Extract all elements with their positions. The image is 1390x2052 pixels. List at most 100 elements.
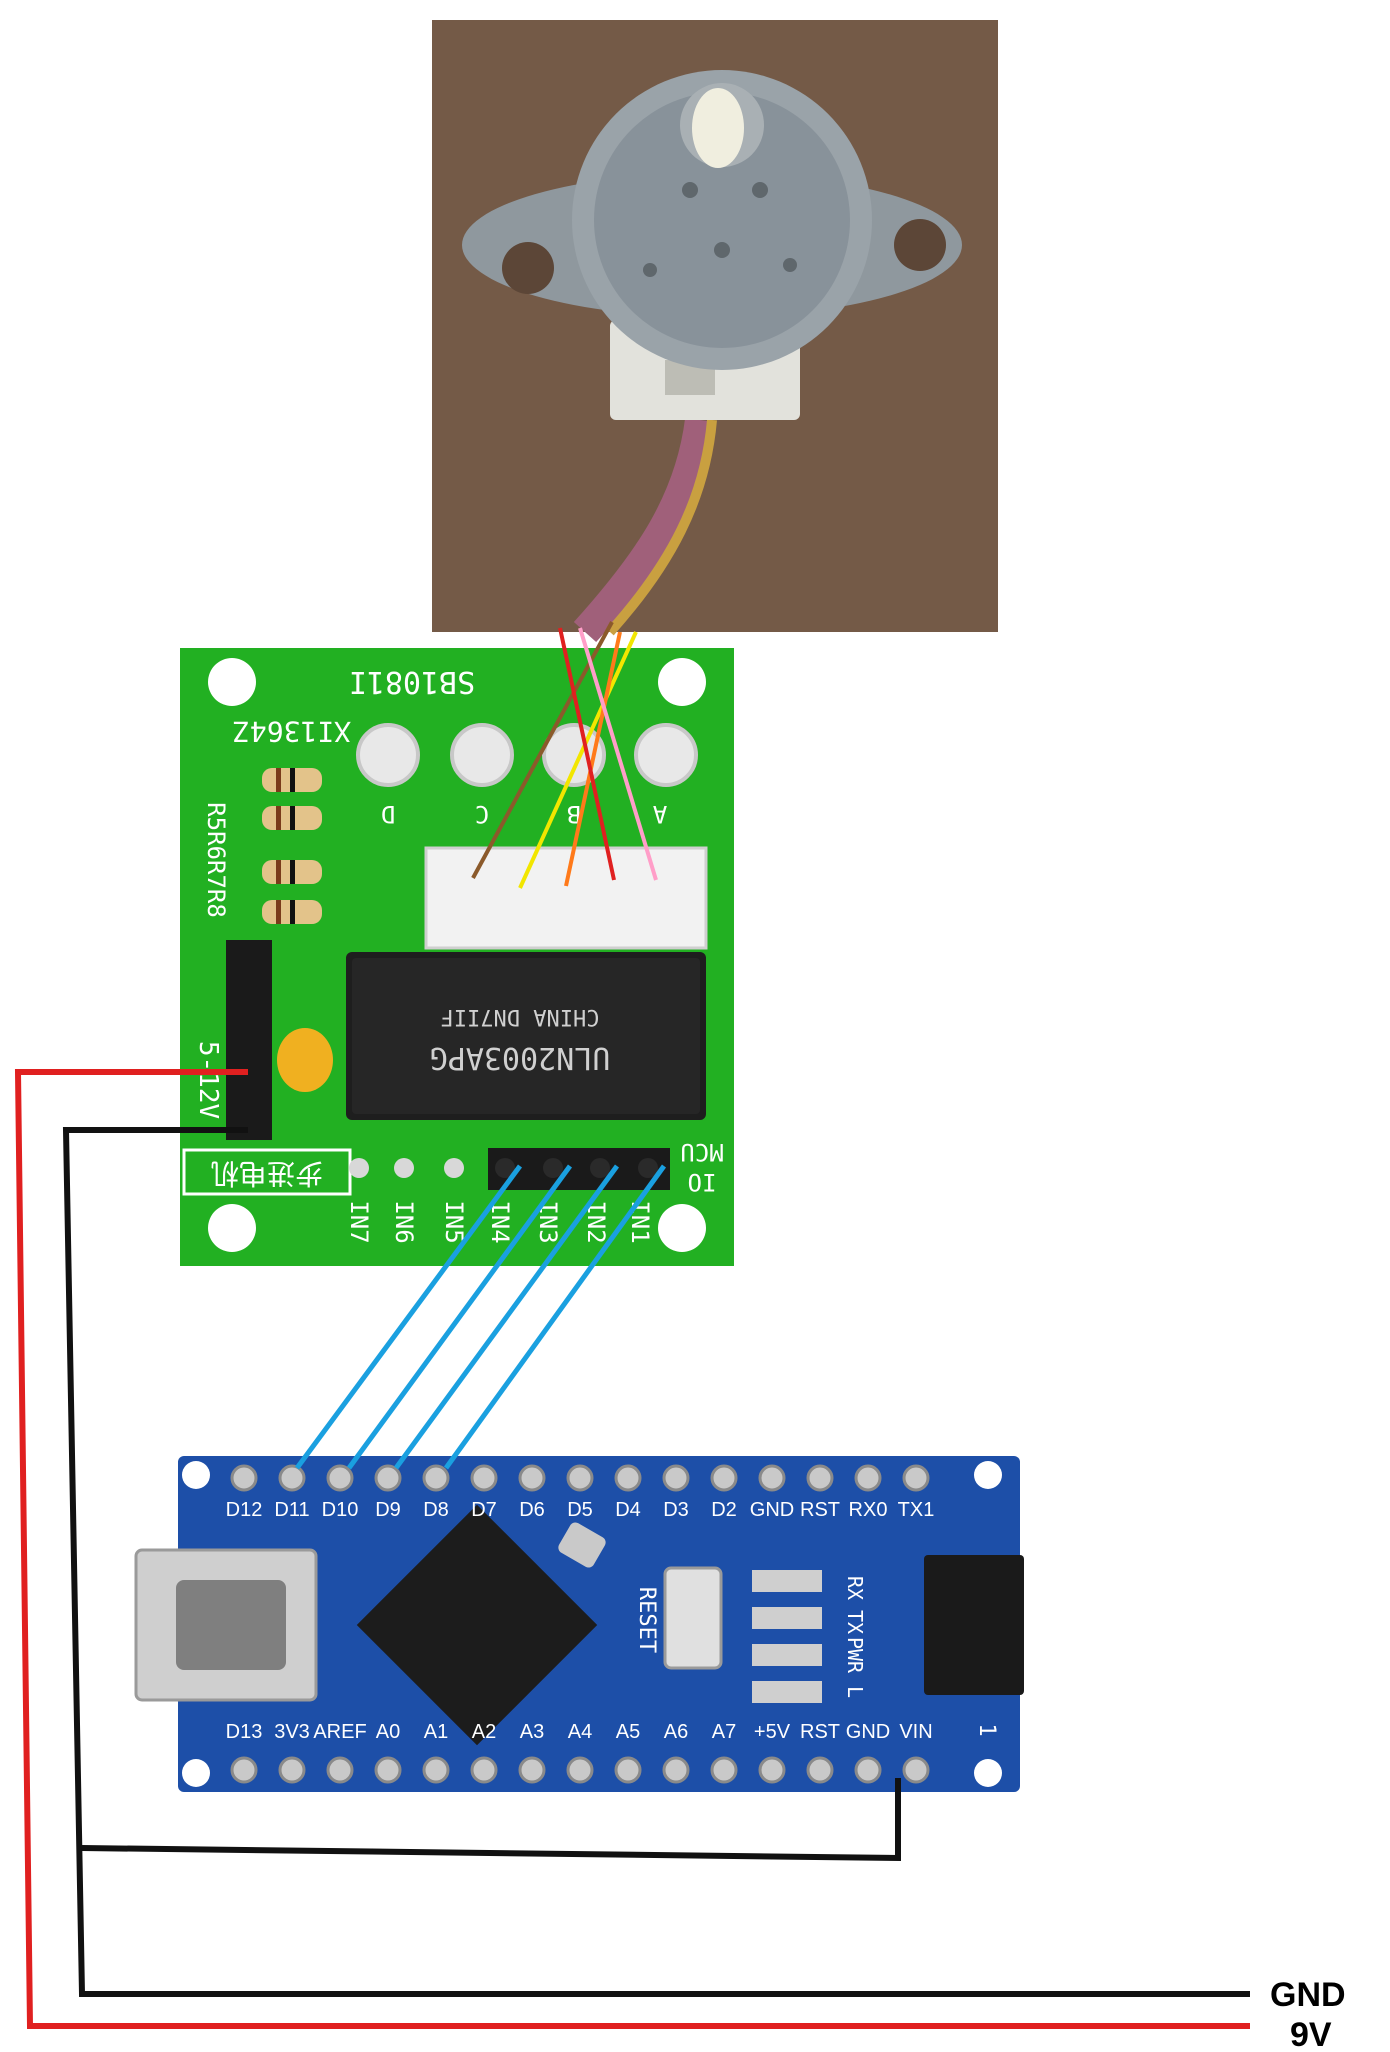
nano-top-pin-gnd <box>758 1464 786 1492</box>
motor-chinese-label: 步进电机 <box>211 1158 323 1189</box>
nano-bottom-pin-d13 <box>230 1756 258 1784</box>
nano-bottom-pin-label: GND <box>846 1721 890 1743</box>
nano-bottom-pin-a2 <box>470 1756 498 1784</box>
driver-input-label: IN7 <box>345 1200 373 1243</box>
nano-bottom-pin-label: A0 <box>376 1721 400 1743</box>
driver-input-label: IN5 <box>440 1200 468 1243</box>
driver-input-label: IN1 <box>626 1200 654 1243</box>
driver-input-pin <box>638 1158 658 1178</box>
nano-top-pin-label: D9 <box>375 1499 401 1521</box>
nano-top-pin-d4 <box>614 1464 642 1492</box>
led-label-a: A <box>652 800 667 828</box>
nano-bottom-pin-label: D13 <box>226 1721 263 1743</box>
nano-bottom-pin-a4 <box>566 1756 594 1784</box>
icsp-header <box>924 1555 1024 1695</box>
nano-top-pin-d6 <box>518 1464 546 1492</box>
capacitor <box>277 1028 333 1092</box>
nano-bottom-pin-label: RST <box>800 1721 840 1743</box>
nano-bottom-pin-a0 <box>374 1756 402 1784</box>
gnd-rail-label: GND <box>1270 1976 1346 2014</box>
wire-brown <box>471 621 614 879</box>
status-leds <box>752 1570 822 1703</box>
wire-gnd-rail <box>62 1127 1250 1997</box>
nano-bottom-pin-a3 <box>518 1756 546 1784</box>
nano-bottom-pin-a1 <box>422 1756 450 1784</box>
nano-top-pin-d9 <box>374 1464 402 1492</box>
nano-bottom-pin-a5 <box>614 1756 642 1784</box>
driver-input-pin <box>543 1158 563 1178</box>
crystal <box>558 1522 606 1568</box>
nano-bottom-pin-label: VIN <box>899 1721 932 1743</box>
wire-nano-gnd <box>81 1778 901 1862</box>
mcu-io-label: IO <box>688 1168 717 1196</box>
nano-top-pin-label: D2 <box>711 1499 737 1521</box>
led-label-c: C <box>475 800 489 828</box>
nano-top-pin-d11 <box>278 1464 306 1492</box>
nano-top-pin-label: RST <box>800 1499 840 1521</box>
driver-input-pin <box>349 1158 369 1178</box>
uln2003-driver-board: SB1081I XI1364Z R5R6R7R8 D C <box>180 648 734 1266</box>
mcu-label: MCU <box>680 1138 723 1166</box>
nano-top-pin-label: D5 <box>567 1499 593 1521</box>
power-wires <box>14 1069 1250 2029</box>
driver-input-pin <box>495 1158 515 1178</box>
wire-orange <box>564 631 622 887</box>
driver-input-label: IN6 <box>390 1200 418 1243</box>
nano-top-pin-tx1 <box>902 1464 930 1492</box>
reset-label: RESET <box>634 1587 659 1653</box>
nano-top-pin-label: D7 <box>471 1499 497 1521</box>
resistor-array <box>262 768 322 924</box>
nano-bottom-pin-label: AREF <box>313 1721 366 1743</box>
nano-top-pin-d2 <box>710 1464 738 1492</box>
chip-brand-text: CHINA DN7IIF <box>441 1004 600 1029</box>
nano-top-pin-rx0 <box>854 1464 882 1492</box>
nano-bottom-pin-label: A4 <box>568 1721 592 1743</box>
nano-bottom-pin-gnd <box>854 1756 882 1784</box>
motor-connector <box>424 846 708 950</box>
nano-top-pin-d3 <box>662 1464 690 1492</box>
nano-bottom-pin-3v3 <box>278 1756 306 1784</box>
nano-bottom-pin-label: +5V <box>754 1721 791 1743</box>
wire-pink <box>578 627 658 881</box>
mini-usb-port <box>134 1548 318 1702</box>
wire-in1-d8 <box>443 1164 667 1470</box>
stepper-motor-icon <box>462 70 962 643</box>
nano-top-pin-rst <box>806 1464 834 1492</box>
driver-input-pin <box>444 1158 464 1178</box>
motor-wires <box>471 621 658 889</box>
nano-top-pin-d5 <box>566 1464 594 1492</box>
power-jumper-header <box>226 940 272 1140</box>
driver-resistor-label: R5R6R7R8 <box>202 802 230 918</box>
wire-9v-rail <box>14 1069 1250 2029</box>
wire-in3-d10 <box>346 1164 573 1470</box>
power-voltage-label: 5-12V <box>193 1041 223 1119</box>
wire-in2-d9 <box>393 1164 620 1470</box>
wire-red <box>558 627 616 881</box>
led-c: C <box>450 723 514 828</box>
nano-bottom-pin-label: A3 <box>520 1721 544 1743</box>
led-tx-label: TX <box>843 1610 867 1634</box>
led-l-label: L <box>843 1686 867 1698</box>
nano-bottom-pin-label: A1 <box>424 1721 448 1743</box>
stepper-motor-photo <box>432 20 998 643</box>
nano-top-pin-label: TX1 <box>898 1499 935 1521</box>
chip-model-text: ULN2003APG <box>430 1040 611 1075</box>
nano-bottom-pin-label: 3V3 <box>274 1721 310 1743</box>
nano-bottom-pin-a6 <box>662 1756 690 1784</box>
signal-wires <box>294 1164 667 1470</box>
nano-top-pin-label: RX0 <box>849 1499 888 1521</box>
nano-top-pin-label: D10 <box>322 1499 359 1521</box>
reset-button[interactable] <box>663 1566 723 1670</box>
driver-input-pin <box>394 1158 414 1178</box>
nano-top-pin-label: D8 <box>423 1499 449 1521</box>
led-label-d: D <box>381 800 395 828</box>
nano-top-pin-label: D6 <box>519 1499 545 1521</box>
led-d: D <box>356 723 420 828</box>
nano-top-pin-d8 <box>422 1464 450 1492</box>
nano-bottom-pin-aref <box>326 1756 354 1784</box>
nano-top-pin-label: D4 <box>615 1499 641 1521</box>
nano-bottom-pin-label: A6 <box>664 1721 688 1743</box>
